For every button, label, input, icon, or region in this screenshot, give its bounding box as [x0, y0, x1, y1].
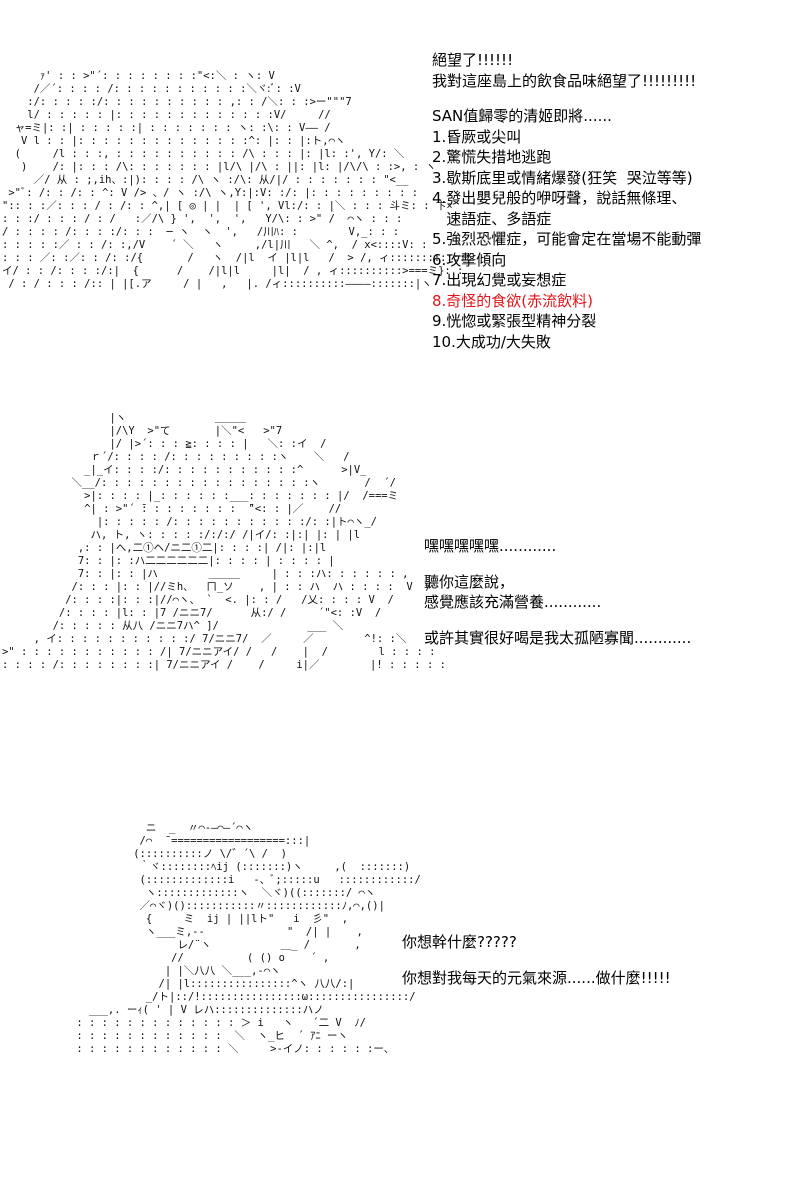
- ascii-art-line: ヽ___ミ,-- " /| | ,: [70, 926, 363, 938]
- panel-grin: |ヽ ＿＿＿ |/\Y >"て |＼"< >"7 |/ |>´: : : ≧: …: [0, 400, 800, 790]
- dialogue-line: 或許其實很好喝是我太孤陋寡聞............: [424, 628, 692, 647]
- ascii-art-line: : : : : : : : : : : : : ＼ >-イノ: : : : : …: [70, 1043, 395, 1055]
- ascii-art-line: ャ=ミ|: :| : : : : :| : : : : : : : ヽ: :\:…: [2, 122, 331, 134]
- ascii-art-line: _/ト|::/!::::::::::::::::ω:::::::::::::::…: [70, 991, 416, 1003]
- ascii-art-line: ／⌒ヾ)():::::::::::〃::::::::::::ﾉ,⌒,()|: [70, 900, 385, 912]
- ascii-art-line: : : : : /: : : : : : : :| 7/ニニアイ / / i|／…: [2, 659, 446, 671]
- dialogue-line: 4.發出嬰兒般的咿呀聲，說話無條理、: [432, 189, 687, 207]
- ascii-art-line: /: : : : |l: : |7 /ニニ7/ 从:/ / ´"<: :V /: [2, 607, 382, 619]
- dialogue-line: 10.大成功/大失敗: [432, 332, 551, 351]
- dialogue-line: 你想對我每天的元氣來源......做什麼!!!!!: [402, 968, 671, 987]
- ascii-art-line: /: : : : : 从八 /ニニ7ハ^ ]/ ___ ＼: [2, 620, 344, 632]
- dialogue-line: 嘿嘿嘿嘿嘿............: [424, 537, 557, 555]
- ascii-art-line: ___,. ーｨ( ' | V レハ::::::::::::::ハノ: [70, 1004, 324, 1016]
- panel-despair: ｧ' : : >"´: : : : : : : :"<:＼ : ヽ: V /／´…: [0, 0, 800, 400]
- dialogue-line: 感覺應該充滿營養............: [424, 593, 602, 611]
- ascii-art-line: ,: : |へ,二①ヘ/ニ二①二|: : : :| /|: |:|l: [2, 542, 327, 554]
- ascii-art-line: (:::::::::::::i -、ﾞ;:::::u ::::::::::::/: [70, 874, 421, 886]
- ascii-art-line: /／´: : : : /: : : : : : : : : : :＼ヾ:ﾞ: :…: [2, 83, 301, 95]
- ascii-art-kiyohime-despair: ｧ' : : >"´: : : : : : : :"<:＼ : ヽ: V /／´…: [2, 70, 472, 370]
- ascii-art-line: / : : : : /: : : :/: : : ─ ヽ ヽ ', /川ﾊ: :…: [2, 226, 400, 238]
- ascii-art-line: ハ, ト, ヽ: : : : :/:/:/ /|イ/: :|:| |: | |l: [2, 529, 361, 541]
- dialogue-line: SAN值歸零的清姬即將......: [432, 107, 612, 125]
- ascii-art-line: >|: : : : |_: : : : : :___: : : : : : : …: [2, 490, 399, 502]
- ascii-art-line: >" : : : : : : : : : : : /| 7/ニニアイ/ / / …: [2, 646, 436, 658]
- ascii-art-line: >"ﾞ: /: : /: : ^: V /> 、/ ヽ :/\ ヽ,Y:|:V:…: [2, 187, 419, 199]
- ascii-art-line: (::::::::::ノ \/゛´\ / ): [70, 848, 287, 860]
- ascii-art-line: |/ |>´: : : ≧: : : : | ＼: :イ /: [2, 438, 327, 450]
- ascii-art-line: // ( () o ´ ,: [70, 952, 330, 964]
- dialogue-line: 聽你這麼說，: [424, 572, 515, 591]
- ascii-art-line: : : :/ : : : / : / :／/\ } ', ', ', Y/\: …: [2, 213, 403, 225]
- ascii-art-line: : : : ／: :／: : /: :/{ / ヽ /|l イ |l|l / >…: [2, 252, 472, 264]
- dialogue-line: 你想幹什麼?????: [402, 933, 517, 951]
- spacer: [424, 557, 794, 572]
- ascii-art-line: { ミ ij | ||lト" i 彡" ,: [70, 913, 349, 925]
- ascii-art-line: : : : : : : : : : : : : : ＞ i ヽ ´二 V ﾉ/: [70, 1017, 366, 1029]
- ascii-art-line: ニ _ 〃⌒-—⌒—´⌒ヽ: [70, 822, 254, 834]
- ascii-art-line: ｧ' : : >"´: : : : : : : :"<:＼ : ヽ: V: [2, 70, 275, 82]
- ascii-art-line: 7: : |: : |ハ ＿＿＿ | : : :ハ: : : : : : ,: [2, 568, 409, 580]
- ascii-art-line: ＼__/: : : : : : : : : : : : : : : : :ヽ /…: [2, 477, 396, 489]
- ascii-art-line: ヽ:::::::::::::ヽ ＼ヾ)((:::::::/ ⌒ヽ: [70, 887, 376, 899]
- ascii-art-line: _|_イ: : : :/: : : : : : : : : : :^ >|V_: [2, 464, 367, 476]
- ascii-art-line: | |＼八八 ＼___,-⌒ヽ: [70, 965, 281, 977]
- ascii-art-line: /⌒ ̄ ==================:::|: [70, 835, 311, 847]
- ascii-art-line: /: : : |: : |//ミh、 ㄇ_ソ , | : : ハ ハ : : :…: [2, 581, 432, 593]
- spacer: [402, 953, 792, 968]
- ascii-art-line: /| |l::::::::::::::::^ヽ 八八/:|: [70, 978, 355, 990]
- ascii-art-line: ^| : >"´ ̄: : : : : : : : ̄"<: : |／ //: [2, 503, 342, 515]
- dialogue-line: 絕望了!!!!!!: [432, 51, 514, 69]
- ascii-art-line: レ/¨ヽ ＿_ / ,: [70, 939, 361, 951]
- ascii-art-line: , イ: : : : : : : : : : :/ 7/ニニ7/ ／ ／ ^!:…: [2, 633, 407, 645]
- ascii-art-line: l/ : : : : : |: : : : : : : : : : : : :V…: [2, 109, 331, 121]
- ascii-art-line: : : : : :／ : : /: :,/V ´ ＼ ヽ ,/l|川 ＼ ^, …: [2, 239, 428, 251]
- dialogue-line: 9.恍惚或緊張型精神分裂: [432, 312, 597, 330]
- ascii-art-line: |/\Y >"て |＼"< >"7: [2, 425, 283, 437]
- ascii-art-line: |: : : : : /: : : : : : : : : : :/: :|ト⌒…: [2, 516, 378, 528]
- ascii-art-line: ｀ヾ::::::::ﾍij (:::::::)ヽ ,( :::::::): [70, 861, 411, 873]
- panel-1-dialogue: 絕望了!!!!!! 我對這座島上的飲食品味絕望了!!!!!!!!! SAN值歸零的清…: [432, 50, 798, 352]
- ascii-art-line: :/: : : : :/: : : : : : : : : : ,: : /＼:…: [2, 96, 352, 108]
- dialogue-line: 3.歇斯底里或情緒爆發(狂笑 哭泣等等): [432, 168, 693, 187]
- ascii-art-line: 7: : |: :ハ二二二二二二|: : : : | : : : : |: [2, 555, 335, 567]
- ascii-art-line: |ヽ ＿＿＿: [2, 412, 247, 424]
- ascii-art-character-alarmed: ニ _ 〃⌒-—⌒—´⌒ヽ /⌒ ̄ ==================:::…: [70, 822, 420, 1192]
- spacer: [424, 613, 794, 628]
- ascii-art-line: V l : : |: : : : : : : : : : : : : :^: |…: [2, 135, 346, 147]
- spacer: [432, 91, 798, 106]
- ascii-art-line: イ/ : : /: : : :/:| { / /|l|l |l| / , ィ::…: [2, 265, 464, 277]
- ascii-art-line: ) /: |: : : /\: : : : : : : |l/\ |/\ : |…: [2, 161, 437, 173]
- ascii-art-kiyohime-grin: |ヽ ＿＿＿ |/\Y >"て |＼"< >"7 |/ |>´: : : ≧: …: [2, 412, 446, 782]
- dialogue-line: 6.攻擊傾向: [432, 250, 507, 269]
- dialogue-line: 1.昏厥或尖叫: [432, 127, 522, 146]
- ascii-art-line: : : : : : : : : : : : : ＼ ヽ_ヒ ´ ｱﾆ ーヽ: [70, 1030, 348, 1042]
- dialogue-line: 速語症、多語症: [432, 209, 552, 228]
- ascii-art-line: ":: : :／: : : / : /: : ^,| [ ◎ | | | [ '…: [2, 200, 453, 212]
- dialogue-line: 我對這座島上的飲食品味絕望了!!!!!!!!!: [432, 71, 697, 90]
- dialogue-line: 2.驚慌失措地逃跑: [432, 148, 552, 166]
- ascii-art-line: ｒ´/: : : : /: : : : : : : : :ヽ ＼ /: [2, 451, 350, 463]
- ascii-art-line: /: : : :|: : :|//⌒ヽ、 ` <. |: : / /乂: : :…: [2, 594, 394, 606]
- dialogue-line: 7.出現幻覺或妄想症: [432, 271, 567, 289]
- panel-alarmed: ニ _ 〃⌒-—⌒—´⌒ヽ /⌒ ̄ ==================:::…: [0, 810, 800, 1200]
- panel-2-dialogue: 嘿嘿嘿嘿嘿............ 聽你這麼說， 感覺應該充滿營養.........…: [424, 536, 794, 648]
- ascii-art-line: / : / : : : /:: | |[.ア / | , |. /ィ::::::…: [2, 278, 432, 290]
- dialogue-line: 5.強烈恐懼症，可能會定在當場不能動彈: [432, 230, 702, 248]
- dialogue-line-highlighted: 8.奇怪的食欲(赤流飲料): [432, 291, 594, 310]
- ascii-art-line: ( /l : : :, : : : : : : : : : : /\ : : :…: [2, 148, 405, 160]
- panel-3-dialogue: 你想幹什麼????? 你想對我每天的元氣來源......做什麼!!!!!: [402, 932, 792, 988]
- ascii-art-line: ／/ 从 : ;,ih、:|): : : : /\ ヽ :/\: 从/|/ : …: [2, 174, 409, 186]
